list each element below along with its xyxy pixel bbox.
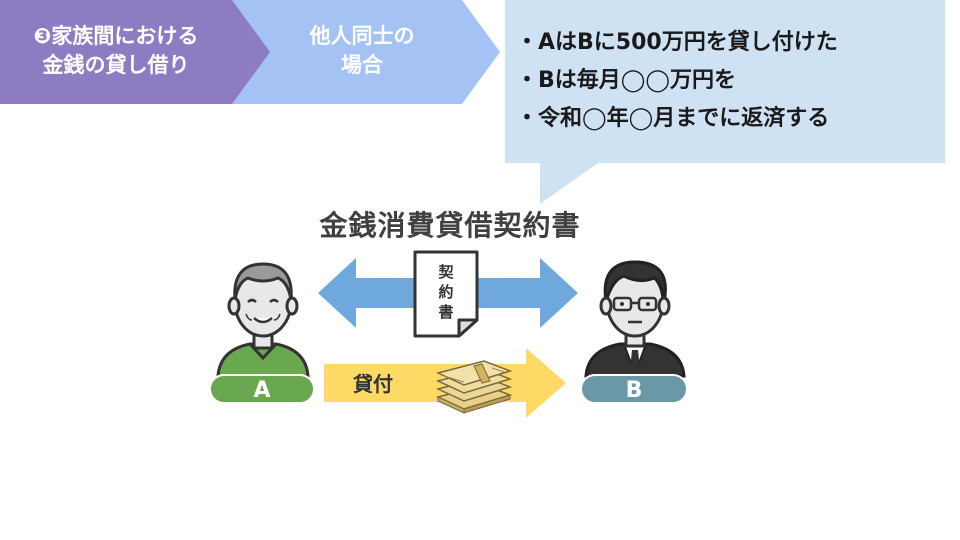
step2-chevron-shape [228,0,500,104]
step2-line2: 場合 [341,53,383,77]
callout-line-2: ・Bは毎月◯◯万円を [516,68,737,93]
step2-line1: 他人同士の [309,24,415,48]
breadcrumb-step-2[interactable]: 他人同士の 場合 [262,22,462,80]
callout-text: ・AはBに500万円を貸し付けた ・Bは毎月◯◯万円を ・令和◯年◯月までに返済… [516,24,838,138]
person-a-label: A [209,374,315,404]
step1-chevron-shape [0,0,270,104]
person-b-illustration [584,260,686,378]
contract-document-icon [413,250,479,338]
contract-char-2: 約 [438,283,454,301]
money-stack-icon [435,360,513,414]
loan-label: 貸付 [353,372,393,396]
step1-line2: 金銭の貸し借り [42,53,190,77]
callout-line-3: ・令和◯年◯月までに返済する [516,106,830,131]
contract-char-1: 契 [438,263,454,281]
step1-line1: ❸家族間における [33,24,199,48]
callout-line-1: ・AはBに500万円を貸し付けた [516,30,838,55]
contract-document-text: 契 約 書 [415,262,477,322]
breadcrumb-chevrons [0,0,500,104]
person-a-illustration [216,262,310,378]
person-b-label: B [580,374,688,404]
callout-bubble [505,0,945,204]
contract-title: 金銭消費貸借契約書 [319,209,581,242]
breadcrumb-step-1[interactable]: ❸家族間における 金銭の貸し借り [0,22,232,80]
callout-shape [505,0,945,204]
contract-char-3: 書 [438,303,454,321]
breadcrumb: ❸家族間における 金銭の貸し借り 他人同士の 場合 [0,0,500,104]
